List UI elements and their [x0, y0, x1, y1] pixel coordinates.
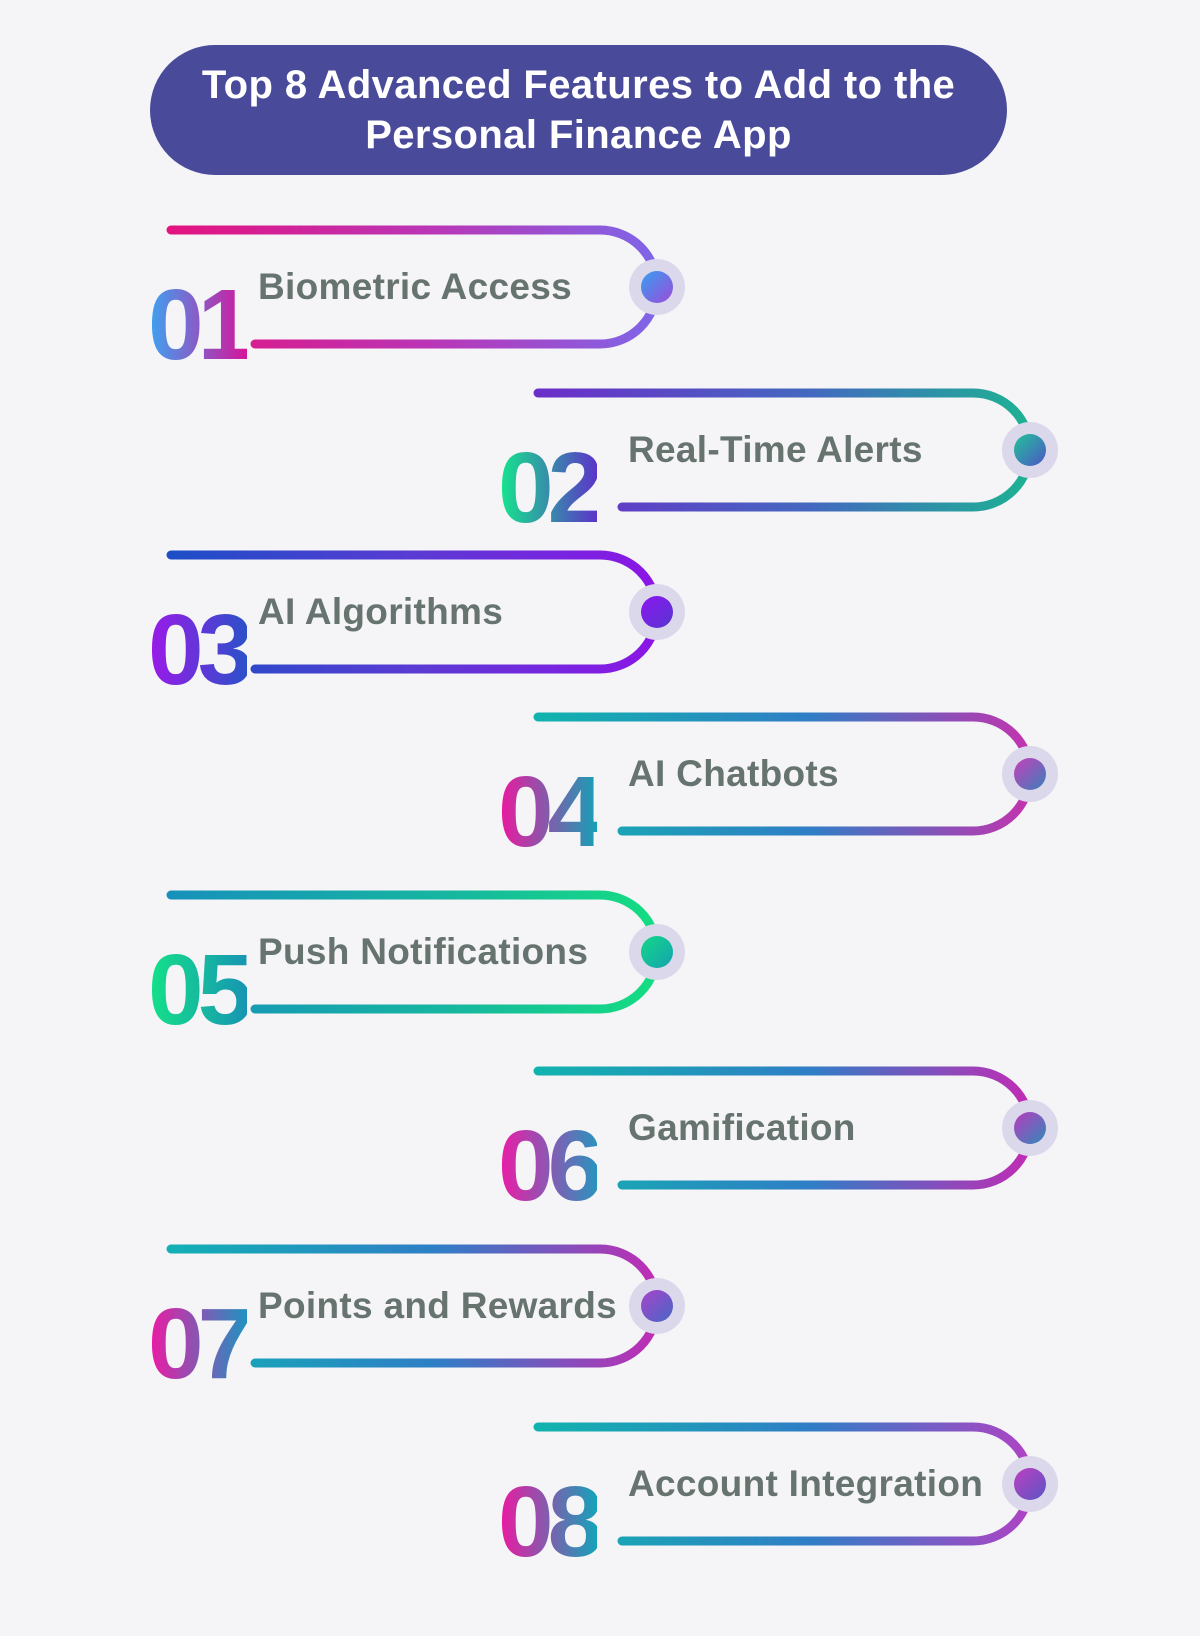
feature-item: 05 Push Notifications: [0, 872, 1200, 1052]
marker-dot-core: [1014, 758, 1046, 790]
marker-dot-icon: [629, 924, 685, 980]
item-label: Biometric Access: [258, 266, 572, 307]
item-label: Real-Time Alerts: [628, 429, 923, 470]
title-banner: Top 8 Advanced Features to Add to the Pe…: [150, 45, 1007, 175]
feature-item: 08 Account Integration: [0, 1404, 1200, 1584]
item-label: Account Integration: [628, 1463, 984, 1504]
item-number: 03: [148, 594, 253, 706]
marker-dot-core: [1014, 1112, 1046, 1144]
item-label: AI Chatbots: [628, 753, 839, 794]
marker-dot-core: [1014, 434, 1046, 466]
marker-dot-icon: [1002, 1456, 1058, 1512]
item-number: 02: [498, 432, 603, 544]
title-line-2: Personal Finance App: [365, 113, 792, 157]
title-line-1: Top 8 Advanced Features to Add to the: [201, 63, 956, 107]
item-number: 05: [148, 934, 253, 1046]
feature-item: 04 AI Chatbots: [0, 694, 1200, 874]
marker-dot-icon: [1002, 1100, 1058, 1156]
marker-dot-core: [641, 271, 673, 303]
marker-dot-core: [641, 936, 673, 968]
item-label: Push Notifications: [258, 931, 589, 972]
marker-dot-icon: [629, 1278, 685, 1334]
feature-item: 07 Points and Rewards: [0, 1226, 1200, 1406]
marker-dot-core: [1014, 1468, 1046, 1500]
marker-dot-icon: [1002, 746, 1058, 802]
item-number: 01: [148, 269, 253, 381]
feature-item: 06 Gamification: [0, 1048, 1200, 1228]
feature-item: 03 AI Algorithms: [0, 532, 1200, 712]
marker-dot-icon: [629, 584, 685, 640]
marker-dot-core: [641, 596, 673, 628]
item-label: AI Algorithms: [258, 591, 504, 632]
item-number: 04: [498, 756, 603, 868]
feature-item: 01 Biometric Access: [0, 207, 1200, 387]
item-label: Points and Rewards: [258, 1285, 618, 1326]
marker-dot-core: [641, 1290, 673, 1322]
item-number: 07: [148, 1288, 253, 1400]
item-label: Gamification: [628, 1107, 856, 1148]
item-number: 06: [498, 1110, 603, 1222]
marker-dot-icon: [629, 259, 685, 315]
marker-dot-icon: [1002, 422, 1058, 478]
feature-item: 02 Real-Time Alerts: [0, 370, 1200, 550]
item-number: 08: [498, 1466, 603, 1578]
